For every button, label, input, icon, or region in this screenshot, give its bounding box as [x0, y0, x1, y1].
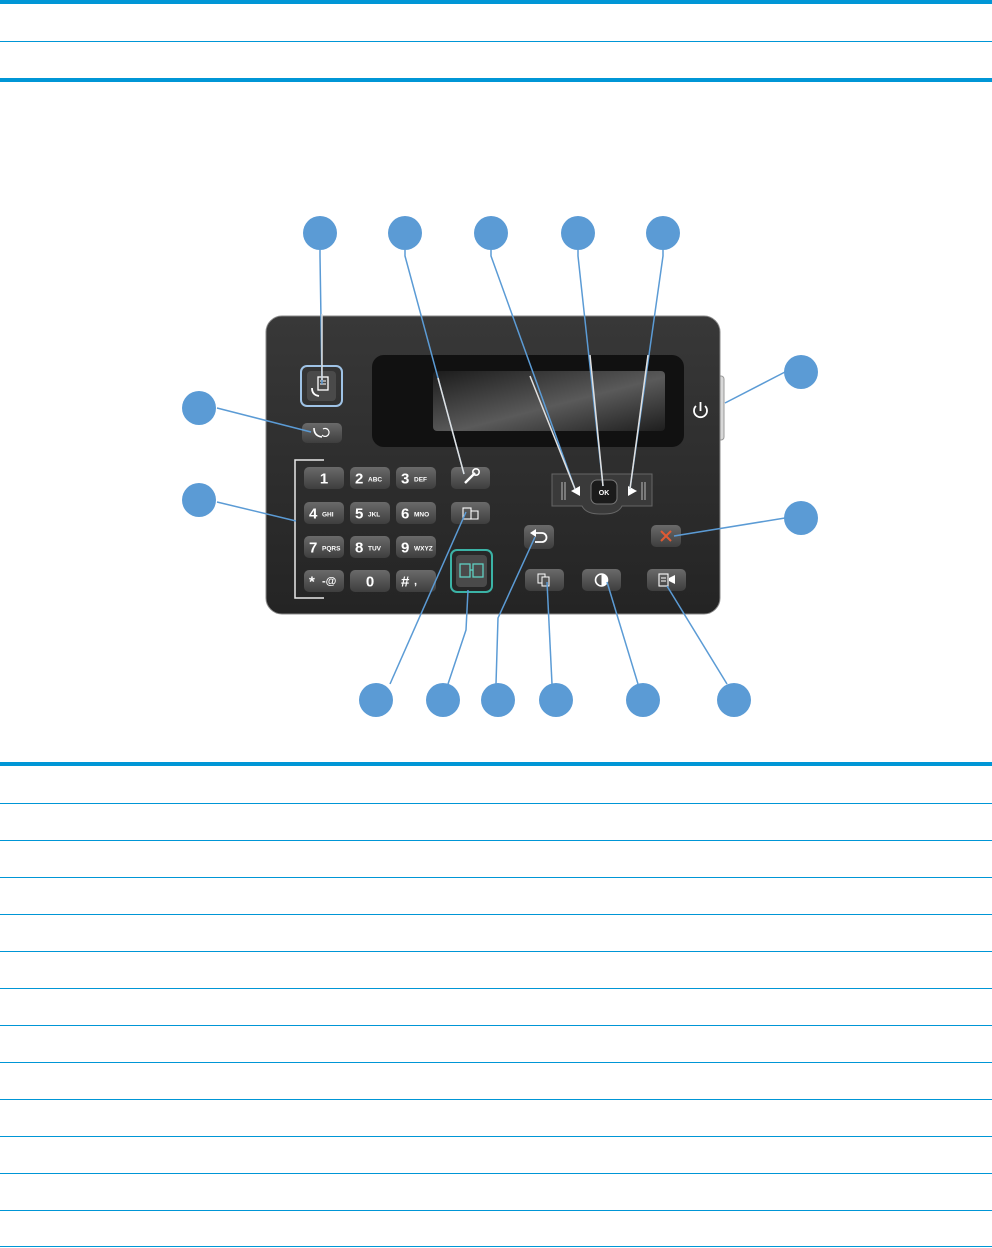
- copy-start-icon: [459, 563, 484, 578]
- callout-marker: [182, 483, 216, 517]
- callout-marker: [182, 391, 216, 425]
- keypad-digit: 4: [309, 506, 318, 523]
- callout-marker: [626, 683, 660, 717]
- keypad-key-8[interactable]: 8 TUV: [350, 536, 390, 558]
- table-row-rule: [0, 1025, 992, 1026]
- keypad-bracket: [294, 459, 324, 599]
- setup-button[interactable]: [451, 467, 490, 489]
- callout-marker: [303, 216, 337, 250]
- redial-icon: [313, 427, 330, 438]
- ok-label: OK: [599, 490, 610, 497]
- keypad-letters: -@: [322, 576, 337, 588]
- keypad-letters: DEF: [414, 477, 427, 484]
- keypad-key-9[interactable]: 9 WXYZ: [396, 536, 436, 558]
- header-rule-middle: [0, 41, 992, 42]
- callout-marker: [784, 501, 818, 535]
- callout-marker: [646, 216, 680, 250]
- keypad-digit: 2: [355, 471, 363, 488]
- callout-leader-lines: [216, 250, 786, 685]
- callout-marker: [474, 216, 508, 250]
- table-row-rule: [0, 1136, 992, 1137]
- keypad-letters: MNO: [414, 512, 429, 519]
- back-button[interactable]: [524, 525, 554, 549]
- left-arrow-button[interactable]: [571, 486, 580, 496]
- fax-menu-icon: [462, 507, 479, 520]
- keypad-key-3[interactable]: 3 DEF: [396, 467, 436, 489]
- fax-menu-button[interactable]: [451, 502, 490, 524]
- table-row-rule: [0, 951, 992, 952]
- header-rule-top: [0, 0, 992, 4]
- start-copy-button[interactable]: [450, 549, 493, 593]
- contrast-icon: [594, 573, 609, 587]
- keypad-digit: 0: [366, 574, 374, 591]
- header-rule-bottom: [0, 78, 992, 82]
- table-rule-header: [0, 762, 992, 766]
- number-of-copies-button[interactable]: [525, 569, 564, 591]
- fax-icon: [311, 376, 329, 397]
- keypad-digit: 3: [401, 471, 409, 488]
- callout-marker: [481, 683, 515, 717]
- keypad-key-1[interactable]: 1: [304, 467, 344, 489]
- table-row-rule: [0, 1099, 992, 1100]
- power-button[interactable]: [693, 402, 708, 419]
- callout-marker: [359, 683, 393, 717]
- keypad-letters: ABC: [368, 477, 382, 484]
- keypad-key-10[interactable]: * -@: [304, 570, 344, 592]
- keypad-letters: GHI: [322, 512, 334, 519]
- callout-marker: [539, 683, 573, 717]
- left-arrow-icon: [571, 486, 580, 496]
- power-icon: [693, 402, 708, 419]
- lighter-darker-button[interactable]: [582, 569, 621, 591]
- fax-redial-button[interactable]: [302, 423, 342, 443]
- callout-marker: [388, 216, 422, 250]
- table-row-rule: [0, 803, 992, 804]
- keypad-key-5[interactable]: 5 JKL: [350, 502, 390, 524]
- table-row-rule: [0, 840, 992, 841]
- keypad-digit: 1: [320, 471, 328, 488]
- numeric-keypad: 1 2 ABC 3 DEF 4 GHI 5 JKL 6 MNO 7 PQRS 8 TUV 9 WXYZ * -@ 0 #…: [304, 467, 436, 592]
- keypad-digit: 9: [401, 540, 409, 557]
- keypad-key-2[interactable]: 2 ABC: [350, 467, 390, 489]
- table-row-rule: [0, 1210, 992, 1211]
- keypad-letters: PQRS: [322, 546, 341, 553]
- callout-marker: [426, 683, 460, 717]
- wrench-icon: [464, 467, 480, 484]
- table-row-rule: [0, 877, 992, 878]
- callout-markers: [182, 216, 818, 717]
- keypad-digit: #: [401, 574, 410, 591]
- callout-marker: [717, 683, 751, 717]
- table-row-rule: [0, 1173, 992, 1174]
- copy-menu-icon: [658, 573, 675, 587]
- back-arrow-icon: [530, 529, 548, 543]
- table-row-rule: [0, 1062, 992, 1063]
- keypad-letters: ,: [414, 576, 417, 588]
- table-row-rule: [0, 914, 992, 915]
- keypad-letters: TUV: [368, 546, 382, 553]
- keypad-letters: WXYZ: [414, 546, 433, 553]
- keypad-digit: 8: [355, 540, 363, 557]
- keypad-key-11[interactable]: 0: [350, 570, 390, 592]
- keypad-key-12[interactable]: #,: [396, 570, 436, 592]
- keypad-digit: 7: [309, 540, 317, 557]
- ok-button[interactable]: OK: [590, 479, 618, 505]
- keypad-key-4[interactable]: 4 GHI: [304, 502, 344, 524]
- cancel-button[interactable]: [651, 525, 681, 547]
- keypad-letters: JKL: [368, 512, 380, 519]
- keypad-digit: 5: [355, 506, 363, 523]
- callout-marker: [561, 216, 595, 250]
- copy-menu-button[interactable]: [647, 569, 686, 591]
- callout-marker: [784, 355, 818, 389]
- keypad-digit: *: [309, 574, 315, 591]
- keypad-key-7[interactable]: 7 PQRS: [304, 536, 344, 558]
- keypad-digit: 6: [401, 506, 409, 523]
- table-row-rule: [0, 988, 992, 989]
- copies-icon: [537, 573, 550, 587]
- table-row-rule: [0, 1246, 992, 1247]
- keypad-key-6[interactable]: 6 MNO: [396, 502, 436, 524]
- cancel-x-icon: [660, 530, 672, 542]
